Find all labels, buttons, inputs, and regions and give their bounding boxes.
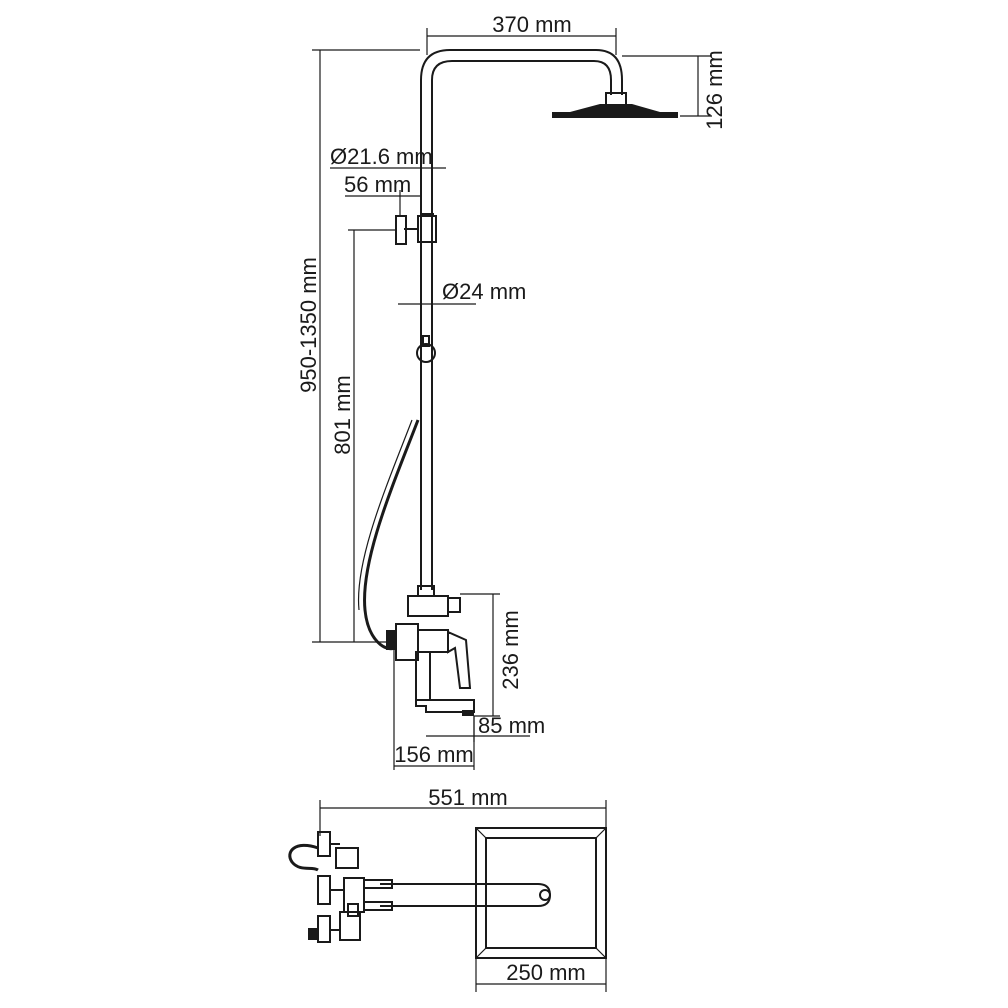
dim-label-spout-offset: 85 mm <box>478 713 545 738</box>
shower-arm <box>420 49 623 95</box>
side-elevation: 370 mm 126 mm Ø21.6 mm 56 mm Ø24 mm <box>296 12 727 770</box>
dim-label-total-height: 950-1350 mm <box>296 257 321 393</box>
mixer-side <box>386 585 475 716</box>
dim-plan-length: 551 mm <box>319 785 607 836</box>
dim-handle-offset: 56 mm <box>344 172 420 216</box>
upper-slider <box>395 213 437 245</box>
mixer-plan <box>308 831 393 943</box>
dim-mixer-height: 236 mm <box>460 593 523 717</box>
dim-label-arm-diameter: Ø21.6 mm <box>330 144 433 169</box>
dim-spout-offset: 85 mm <box>426 713 545 742</box>
dim-label-head-width: 250 mm <box>506 960 585 985</box>
dim-label-mixer-height: 236 mm <box>498 610 523 689</box>
hose-side <box>357 419 420 651</box>
dim-label-plan-length: 551 mm <box>428 785 507 810</box>
dim-mixer-depth: 156 mm <box>393 640 475 770</box>
dim-label-bar-length: 801 mm <box>330 375 355 454</box>
dim-label-riser-diameter: Ø24 mm <box>442 279 526 304</box>
dim-arm-diameter: Ø21.6 mm <box>330 144 446 169</box>
dim-label-mixer-depth: 156 mm <box>394 742 473 767</box>
riser-pipe <box>420 80 433 590</box>
dim-bar-length: 801 mm <box>330 229 396 642</box>
dim-label-arm-length: 370 mm <box>492 12 571 37</box>
plan-view: 551 mm <box>288 785 607 992</box>
dim-arm-length: 370 mm <box>426 12 617 55</box>
dim-total-height: 950-1350 mm <box>296 49 420 643</box>
holder-knob <box>416 335 436 363</box>
dim-label-handle-offset: 56 mm <box>344 172 411 197</box>
dim-head-drop: 126 mm <box>622 50 727 130</box>
hose-plan <box>288 843 319 872</box>
shower-head-plan <box>475 827 607 959</box>
arm-plan <box>380 883 552 907</box>
shower-head-side <box>552 92 678 118</box>
dim-riser-diameter: Ø24 mm <box>398 279 526 305</box>
dim-label-head-drop: 126 mm <box>702 50 727 129</box>
dim-head-width: 250 mm <box>475 958 607 992</box>
